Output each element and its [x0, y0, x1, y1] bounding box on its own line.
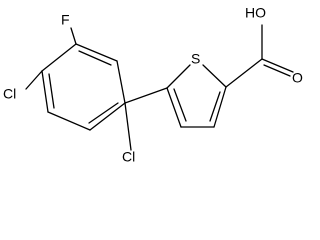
- bond-c5t-s: [166, 64, 191, 89]
- double-bond-c4t-c5t: [173, 88, 187, 122]
- carboxylic-acid-group: [225, 24, 294, 88]
- chlorine-left-label: Cl: [3, 86, 16, 102]
- bond-c3-chlorine: [124, 102, 132, 151]
- bond-c1-c2: [75, 43, 118, 62]
- thiophene-ring: [166, 64, 227, 128]
- bond-c1-fluorine: [70, 27, 77, 45]
- chlorine-bottom-label: Cl: [122, 149, 135, 165]
- hydroxyl-label: HO: [245, 5, 266, 21]
- bond-benzene-thiophene: [124, 87, 168, 104]
- bond-c2t-carboxyl: [225, 58, 263, 88]
- bond-carboxyl-oxygen-1: [261, 58, 294, 73]
- sulfur-label: S: [191, 51, 200, 67]
- bond-c4t-c5t: [166, 87, 182, 128]
- benzene-ring: [41, 43, 126, 131]
- carbonyl-oxygen-label: O: [292, 70, 303, 86]
- double-bond-c3-c4: [88, 102, 119, 124]
- bond-c2t-c3t: [213, 86, 227, 128]
- bond-carboxyl-oxygen-2: [263, 64, 291, 77]
- chemical-structure: F Cl Cl S HO O: [3, 5, 303, 165]
- bond-c5-c6: [41, 70, 49, 113]
- bond-c6-chlorine: [25, 70, 43, 90]
- double-bond-c1-c2: [78, 50, 112, 66]
- bond-c2-c3: [116, 60, 126, 104]
- bond-c3-c4: [89, 102, 126, 131]
- double-bond-c2t-c3t: [209, 91, 221, 122]
- fluorine-label: F: [61, 12, 70, 28]
- double-bond-c5-c6: [48, 73, 55, 109]
- bond-c4-c5: [47, 111, 91, 131]
- bond-c6-c1: [41, 43, 77, 72]
- bond-s-c2t: [202, 64, 227, 88]
